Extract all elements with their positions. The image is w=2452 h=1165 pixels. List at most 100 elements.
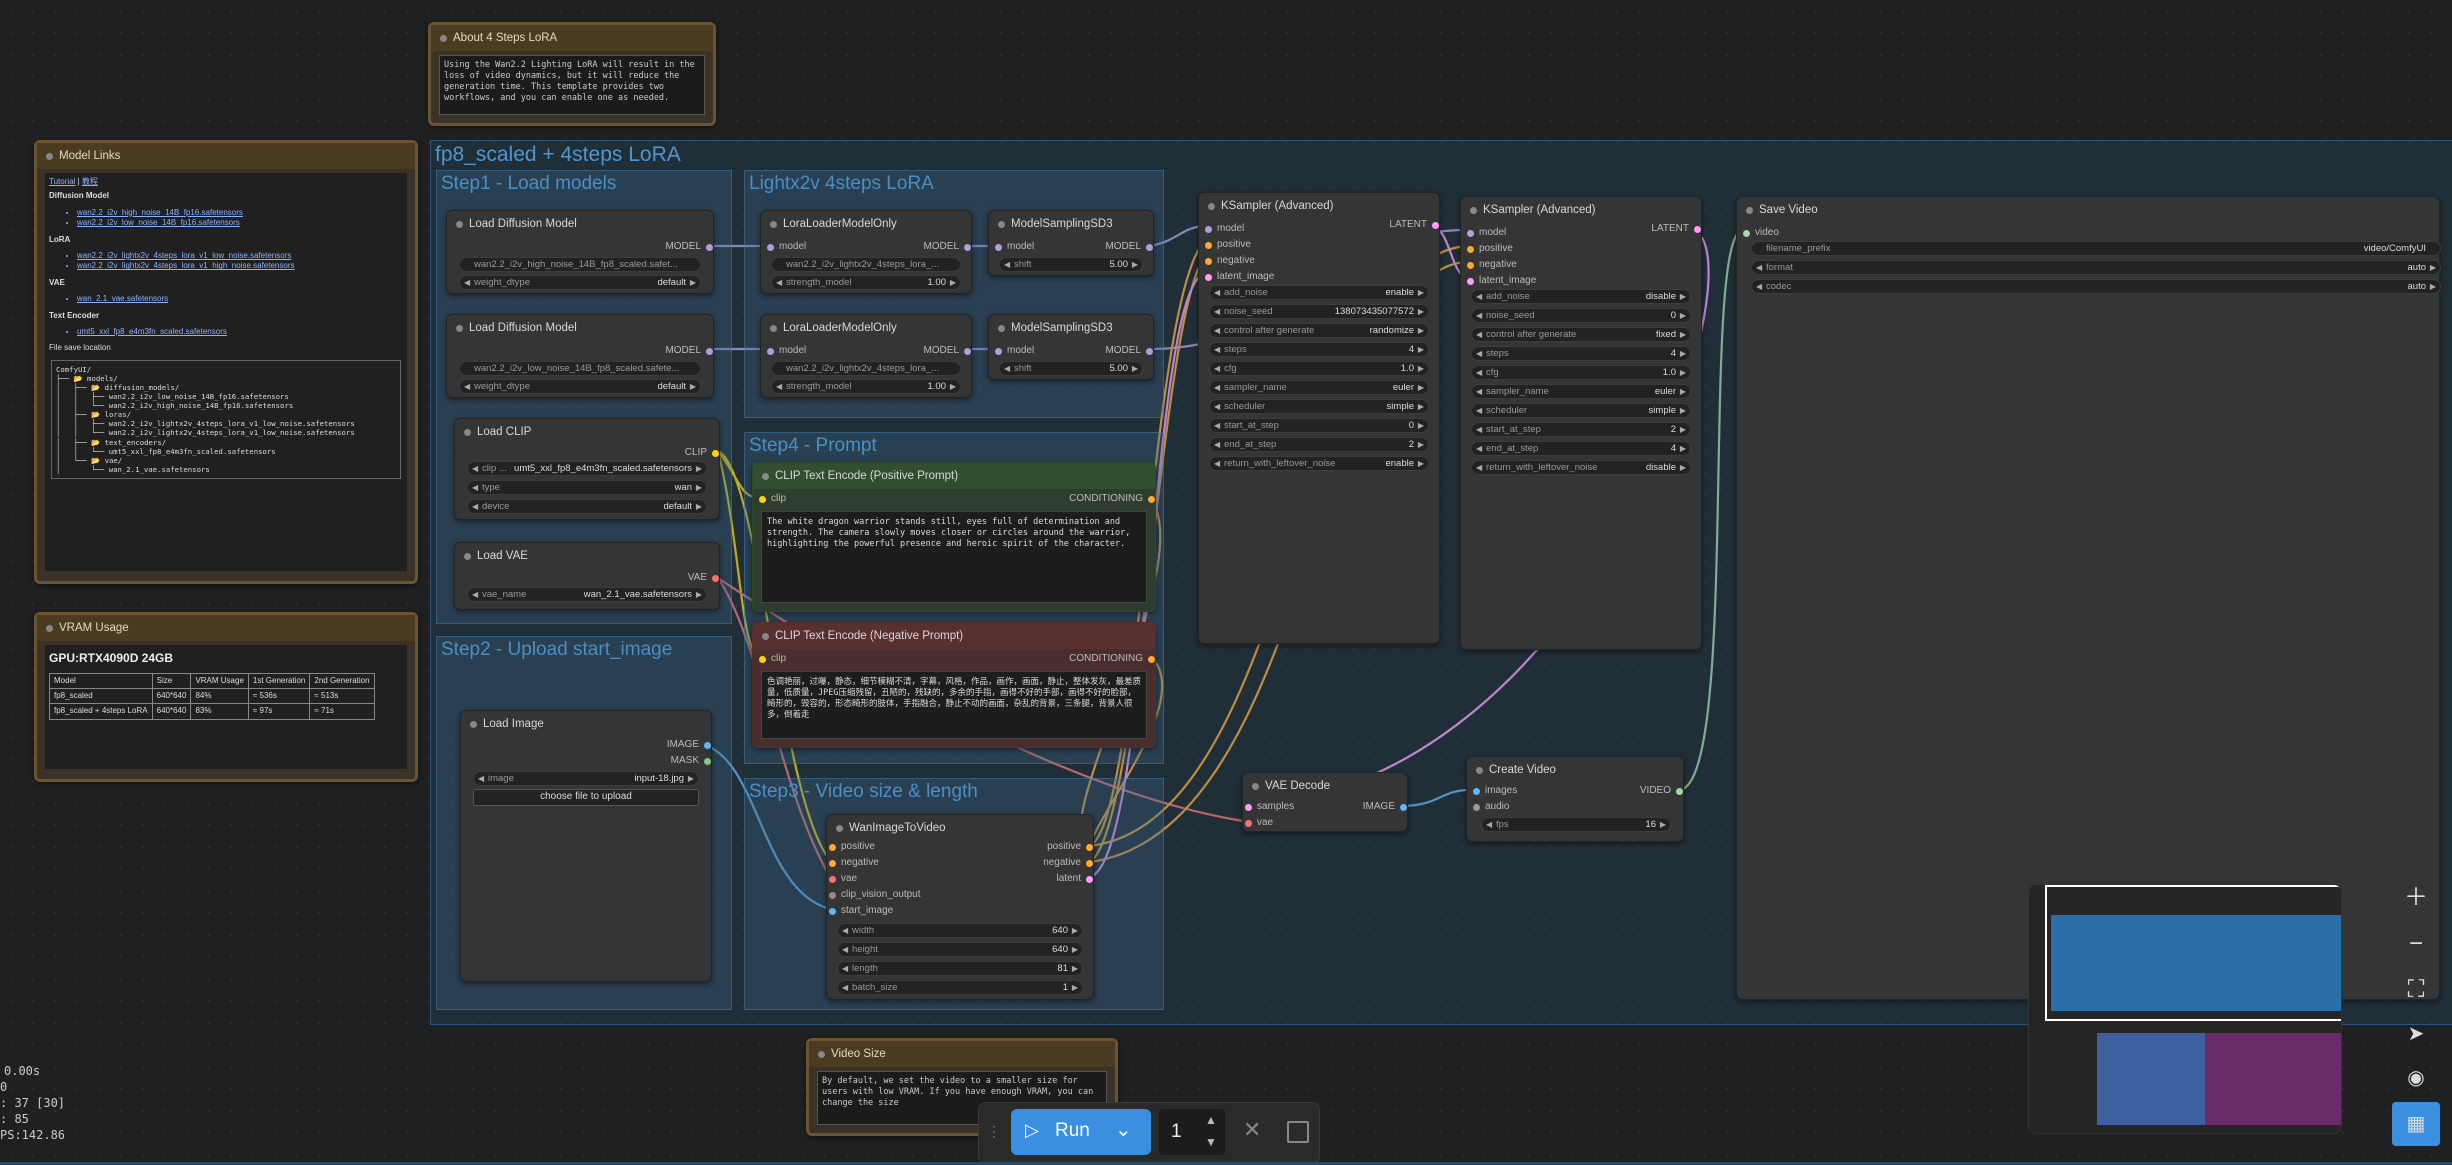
input-negative[interactable]: negative <box>1203 255 1255 266</box>
model-socket[interactable] <box>1146 348 1153 355</box>
input-model[interactable]: model <box>993 241 1034 252</box>
run-button[interactable]: ▷ Run ⌄ <box>1011 1109 1151 1155</box>
output-latent[interactable]: latent <box>1057 873 1093 884</box>
positive-prompt-textarea[interactable]: The white dragon warrior stands still, e… <box>761 511 1147 603</box>
zoom-out-button[interactable]: − <box>2408 930 2423 957</box>
node-load-image[interactable]: Load Image IMAGE MASK imageinput-18.jpg … <box>460 710 712 982</box>
latent-socket[interactable] <box>1467 278 1474 285</box>
note-video-size[interactable]: Video Size By default, we set the video … <box>806 1038 1118 1136</box>
output-latent[interactable]: LATENT <box>1389 219 1439 230</box>
unet-name-select[interactable]: wan2.2_i2v_low_noise_14B_fp8_scaled.safe… <box>459 361 701 376</box>
node-vae-decode[interactable]: VAE Decode samples vae IMAGE <box>1242 772 1408 832</box>
input-model[interactable]: model <box>1465 227 1506 238</box>
model-socket[interactable] <box>964 348 971 355</box>
conditioning-socket[interactable] <box>1467 246 1474 253</box>
model-socket[interactable] <box>1146 244 1153 251</box>
output-image[interactable]: IMAGE <box>1363 801 1407 812</box>
node-lora-loader-high[interactable]: LoraLoaderModelOnly model MODEL wan2.2_i… <box>760 210 972 294</box>
output-model[interactable]: MODEL <box>923 345 971 356</box>
output-image[interactable]: IMAGE <box>667 739 711 750</box>
eye-icon[interactable]: ◉ <box>2407 1067 2425 1089</box>
output-vae[interactable]: VAE <box>688 572 719 583</box>
node-ksampler-advanced-1[interactable]: KSampler (Advanced) model positive negat… <box>1198 192 1440 644</box>
output-conditioning[interactable]: CONDITIONING <box>1069 493 1155 504</box>
output-model[interactable]: MODEL <box>1105 345 1153 356</box>
input-negative[interactable]: negative <box>827 857 879 868</box>
image-socket[interactable] <box>704 742 711 749</box>
model-socket[interactable] <box>706 244 713 251</box>
node-load-clip[interactable]: Load CLIP CLIP clip ...umt5_xxl_fp8_e4m3… <box>454 418 720 520</box>
input-clip[interactable]: clip <box>757 653 786 664</box>
node-load-vae[interactable]: Load VAE VAE vae_namewan_2.1_vae.safeten… <box>454 542 720 610</box>
input-positive[interactable]: positive <box>1465 243 1513 254</box>
clip-vision-socket[interactable] <box>829 892 836 899</box>
conditioning-socket[interactable] <box>1205 258 1212 265</box>
note-about-lora[interactable]: About 4 Steps LoRA Using the Wan2.2 Ligh… <box>428 22 716 126</box>
model-socket[interactable] <box>767 244 774 251</box>
vae-socket[interactable] <box>712 575 719 582</box>
queue-panel-icon[interactable] <box>1287 1121 1309 1143</box>
output-clip[interactable]: CLIP <box>685 447 719 458</box>
node-lora-loader-low[interactable]: LoraLoaderModelOnly model MODEL wan2.2_i… <box>760 314 972 398</box>
output-positive[interactable]: positive <box>1047 841 1093 852</box>
model-socket[interactable] <box>1205 226 1212 233</box>
tutorial-link[interactable]: Tutorial <box>49 177 76 186</box>
output-negative[interactable]: negative <box>1043 857 1093 868</box>
input-model[interactable]: model <box>765 345 806 356</box>
output-model[interactable]: MODEL <box>1105 241 1153 252</box>
model-link[interactable]: wan2.2_i2v_high_noise_14B_fp16.safetenso… <box>77 208 403 218</box>
input-model[interactable]: model <box>1203 223 1244 234</box>
model-link[interactable]: wan2.2_i2v_lightx2v_4steps_lora_v1_high_… <box>77 261 403 271</box>
input-samples[interactable]: samples <box>1243 801 1294 812</box>
batch-count-input[interactable]: 1 ▲ ▼ <box>1159 1109 1225 1155</box>
input-latent-image[interactable]: latent_image <box>1203 271 1274 282</box>
clip-socket[interactable] <box>712 450 719 457</box>
note-model-links[interactable]: Model Links Tutorial | 教程 Diffusion Mode… <box>34 140 418 584</box>
output-model[interactable]: MODEL <box>665 241 713 252</box>
decrement-icon[interactable]: ▼ <box>1205 1135 1217 1149</box>
input-vae[interactable]: vae <box>827 873 857 884</box>
conditioning-socket[interactable] <box>829 860 836 867</box>
output-latent[interactable]: LATENT <box>1651 223 1701 234</box>
conditioning-socket[interactable] <box>1467 262 1474 269</box>
lora-name-select[interactable]: wan2.2_i2v_lightx2v_4steps_lora_... <box>771 257 961 272</box>
chevron-down-icon[interactable]: ⌄ <box>1115 1119 1132 1141</box>
model-link[interactable]: wan_2.1_vae.safetensors <box>77 294 403 304</box>
negative-prompt-textarea[interactable]: 色调艳丽，过曝，静态，细节模糊不清，字幕，风格，作品，画作，画面，静止，整体发灰… <box>761 671 1147 739</box>
node-wan-image-to-video[interactable]: WanImageToVideo positive negative vae cl… <box>826 814 1094 1000</box>
node-load-diffusion-model-low[interactable]: Load Diffusion Model MODEL wan2.2_i2v_lo… <box>446 314 714 398</box>
drag-handle-icon[interactable]: ⋮ <box>987 1123 1001 1139</box>
note-text[interactable]: Using the Wan2.2 Lighting LoRA will resu… <box>439 55 705 115</box>
input-model[interactable]: model <box>765 241 806 252</box>
input-model[interactable]: model <box>993 345 1034 356</box>
node-clip-text-encode-positive[interactable]: CLIP Text Encode (Positive Prompt) clip … <box>752 462 1156 612</box>
input-vae[interactable]: vae <box>1243 817 1273 828</box>
